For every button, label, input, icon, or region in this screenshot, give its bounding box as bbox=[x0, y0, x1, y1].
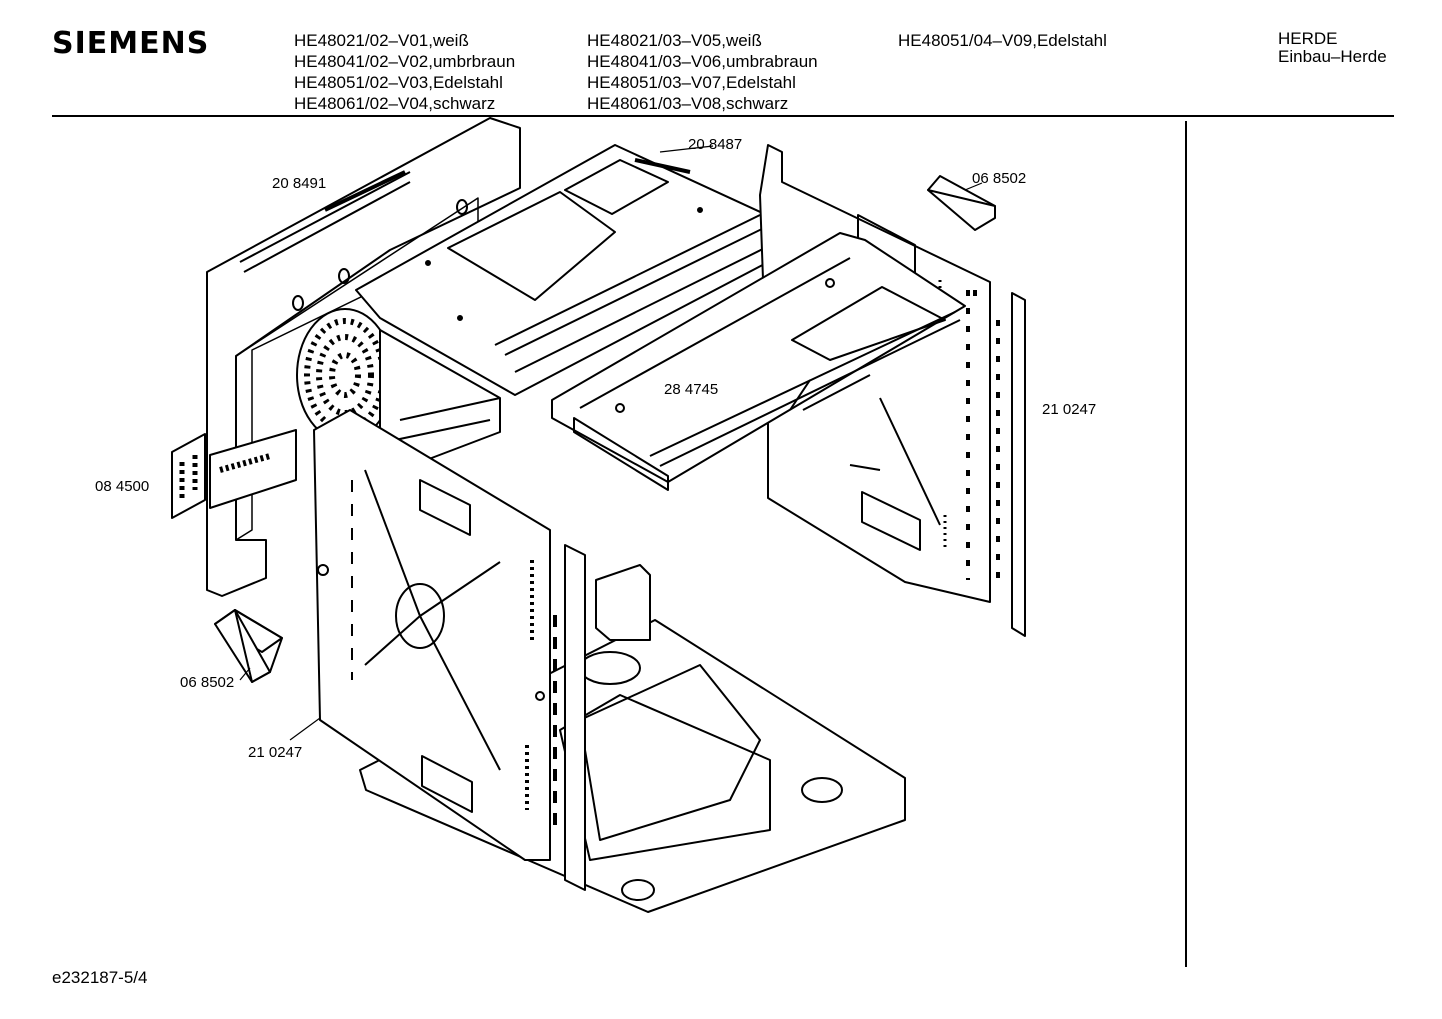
rail-clip-left bbox=[214, 609, 283, 683]
model-entry: HE48021/02–V01,weiß bbox=[294, 31, 469, 50]
part-label: 21 0247 bbox=[248, 744, 302, 761]
fan-cover bbox=[296, 308, 394, 442]
model-entry: HE48041/02–V02,umbrbraun bbox=[294, 52, 516, 71]
part-label: 08 4500 bbox=[95, 478, 149, 495]
part-label: 21 0247 bbox=[1042, 401, 1096, 418]
top-cover bbox=[355, 144, 796, 396]
model-entry: HE48021/03–V05,weiß bbox=[587, 31, 762, 50]
document-id: e232187-5/4 bbox=[52, 968, 148, 987]
part-label: 20 8487 bbox=[688, 136, 742, 153]
category-title: HERDE bbox=[1278, 29, 1338, 48]
model-entry: HE48061/03–V08,schwarz bbox=[587, 94, 789, 113]
part-label: 06 8502 bbox=[972, 170, 1026, 187]
part-labels: 20 8491 20 8487 06 8502 28 4745 21 0247 … bbox=[95, 136, 1096, 761]
category-subtitle: Einbau–Herde bbox=[1278, 47, 1387, 66]
model-list-3: HE48051/04–V09,Edelstahl bbox=[898, 30, 1107, 51]
brand-logo: SIEMENS bbox=[52, 26, 210, 61]
part-label: 06 8502 bbox=[180, 674, 234, 691]
left-side-wall bbox=[206, 117, 521, 597]
model-entry: HE48051/03–V07,Edelstahl bbox=[587, 73, 796, 92]
model-list-1: HE48021/02–V01,weiß HE48041/02–V02,umbrb… bbox=[294, 30, 515, 114]
leader-lines bbox=[239, 145, 983, 741]
header-divider bbox=[52, 115, 1394, 117]
model-entry: HE48051/02–V03,Edelstahl bbox=[294, 73, 503, 92]
model-entry: HE48061/02–V04,schwarz bbox=[294, 94, 496, 113]
part-label: 20 8491 bbox=[272, 175, 326, 192]
category-block: HERDE Einbau–Herde bbox=[1278, 30, 1387, 66]
model-entry: HE48041/03–V06,umbrabraun bbox=[587, 52, 818, 71]
model-list-2: HE48021/03–V05,weiß HE48041/03–V06,umbra… bbox=[587, 30, 818, 114]
part-label: 28 4745 bbox=[664, 381, 718, 398]
side-divider bbox=[1185, 121, 1187, 967]
model-entry: HE48051/04–V09,Edelstahl bbox=[898, 31, 1107, 50]
front-side-wall bbox=[313, 409, 586, 891]
rail-clip-right bbox=[927, 175, 996, 231]
roof-rail bbox=[551, 232, 966, 491]
control-module bbox=[171, 429, 297, 519]
